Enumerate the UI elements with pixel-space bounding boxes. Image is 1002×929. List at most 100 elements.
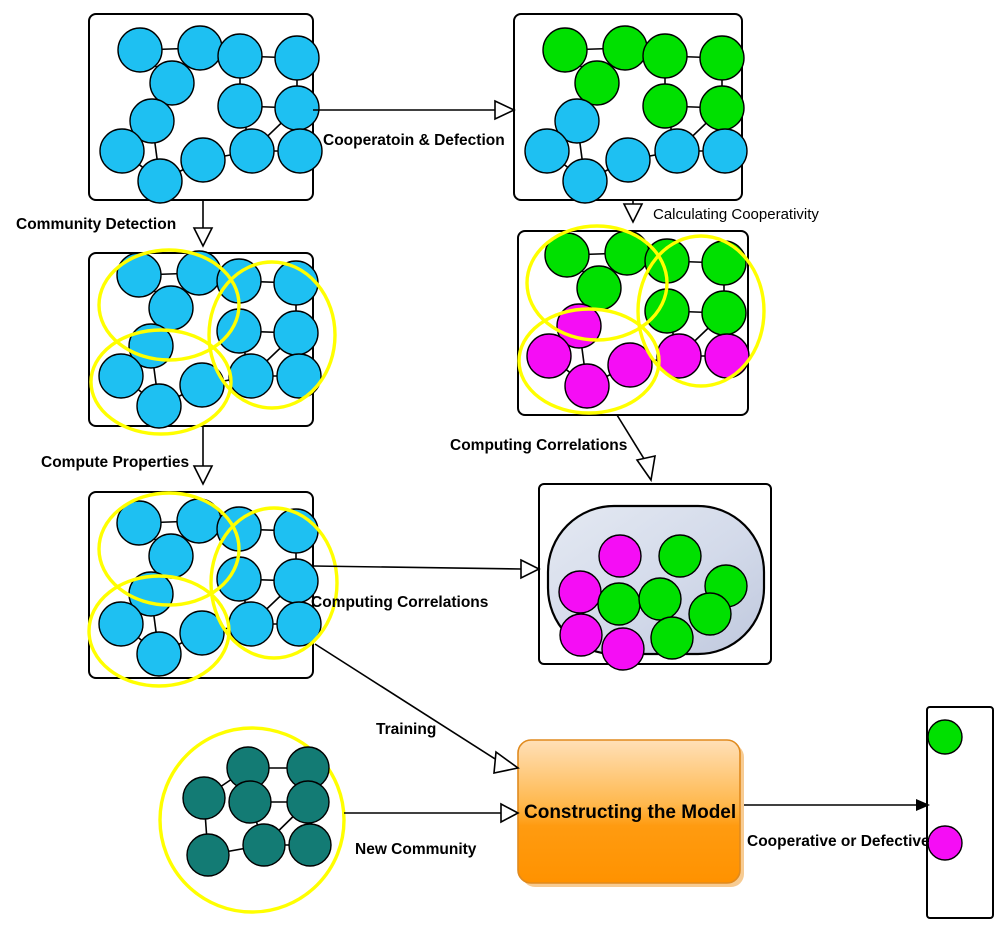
new-community-node	[288, 823, 332, 867]
graph-node	[217, 33, 263, 79]
arrow-community-detection	[192, 200, 214, 248]
arrow-head	[635, 454, 656, 483]
cluster-point-defective	[559, 613, 603, 657]
box-new-community	[158, 726, 346, 914]
graph-node-undecided	[654, 128, 700, 174]
graph-node	[273, 508, 319, 554]
cluster-point-defective	[601, 627, 645, 671]
graph-node-defector	[704, 333, 750, 379]
graph-node-cooperator	[542, 27, 588, 73]
graph-node-cooperator	[699, 35, 745, 81]
cluster-point-defective	[558, 570, 602, 614]
arrow-head	[916, 799, 930, 811]
graph-node-cooperator	[642, 33, 688, 79]
arrow-head	[494, 99, 516, 121]
output-box-frame	[926, 706, 994, 919]
arrow-head	[493, 750, 520, 775]
graph-properties	[87, 491, 339, 688]
graph-node-cooperator	[602, 25, 648, 71]
graph-raw	[99, 25, 323, 204]
graph-node	[116, 500, 162, 546]
graph-node	[148, 533, 194, 579]
graph-node-defector	[607, 342, 653, 388]
arrow-computing-correlations-bottom	[312, 558, 541, 580]
graph-node	[276, 601, 322, 647]
arrow-cooperation-defection	[313, 99, 516, 121]
label-training: Training	[376, 721, 436, 738]
graph-node	[98, 353, 144, 399]
graph-node-cooperator	[701, 290, 747, 336]
graph-node	[136, 631, 182, 677]
community-ring	[97, 248, 241, 362]
graph-node-defector	[556, 303, 602, 349]
label-computing-correlations-top: Computing Correlations	[450, 437, 627, 454]
output-box	[926, 706, 994, 919]
label-computing-correlations-bottom: Computing Correlations	[311, 594, 488, 611]
graph-node	[274, 85, 320, 131]
graph-node	[180, 137, 226, 183]
graph-node	[274, 35, 320, 81]
label-community-detection: Community Detection	[16, 216, 176, 233]
graph-node	[273, 310, 319, 356]
arrow-head	[192, 227, 214, 248]
model-box-label: Constructing the Model	[524, 802, 736, 823]
graph-node-cooperator	[701, 240, 747, 286]
box-network-raw	[88, 13, 323, 204]
graph-node-undecided	[605, 137, 651, 183]
graph-node	[177, 25, 223, 71]
graph-node-undecided	[554, 98, 600, 144]
community-ring	[525, 224, 669, 342]
label-cooperative-or-defective: Cooperative or Defective	[747, 833, 930, 850]
output-node-defective	[927, 825, 963, 861]
cluster-point-cooperative	[638, 577, 682, 621]
arrow-computing-correlations-top	[616, 414, 656, 483]
arrow-cooperative-or-defective	[744, 799, 930, 811]
new-community-node	[228, 780, 272, 824]
arrow-calculating-cooperativity	[622, 200, 644, 224]
output-node-cooperative	[927, 719, 963, 755]
community-rings	[87, 491, 339, 688]
cluster-point-cooperative	[597, 582, 641, 626]
graph-communities	[89, 248, 337, 436]
graph-node-defector	[564, 363, 610, 409]
new-community-node	[286, 780, 330, 824]
graph-node	[149, 60, 195, 106]
graph-node-cooperator	[574, 60, 620, 106]
graph-nodes	[99, 25, 323, 204]
graph-node-defector	[526, 333, 572, 379]
box-network-communities	[88, 248, 337, 436]
community-ring	[97, 491, 241, 607]
graph-node-undecided	[702, 128, 748, 174]
community-ring	[89, 328, 233, 436]
graph-node	[179, 610, 225, 656]
community-ring	[209, 506, 339, 660]
graph-node-cooperator	[642, 83, 688, 129]
graph-node-undecided	[562, 158, 608, 204]
graph-node	[136, 383, 182, 429]
new-community-node	[186, 833, 230, 877]
box-correlation-cluster	[538, 483, 772, 671]
arrow-training	[314, 643, 520, 775]
model-box[interactable]: Constructing the Model	[517, 739, 744, 887]
graph-node	[228, 601, 274, 647]
arrow-compute-properties	[192, 426, 214, 486]
arrow-head	[622, 203, 644, 224]
cluster-point-defective	[598, 534, 642, 578]
graph-node	[228, 353, 274, 399]
model-box-frame[interactable]	[517, 739, 741, 884]
box-network-cooperativity	[517, 224, 766, 416]
graph-cooperativity	[517, 224, 766, 415]
arrow-new-community	[344, 802, 520, 824]
graph-node	[98, 601, 144, 647]
graph-nodes	[524, 25, 748, 204]
cluster-point-cooperative	[658, 534, 702, 578]
graph-node	[216, 556, 262, 602]
graph-node	[129, 98, 175, 144]
new-community-node	[182, 776, 226, 820]
graph-nodes	[98, 498, 322, 677]
graph-node	[117, 27, 163, 73]
arrow-head	[192, 465, 214, 486]
graph-node	[176, 250, 222, 296]
